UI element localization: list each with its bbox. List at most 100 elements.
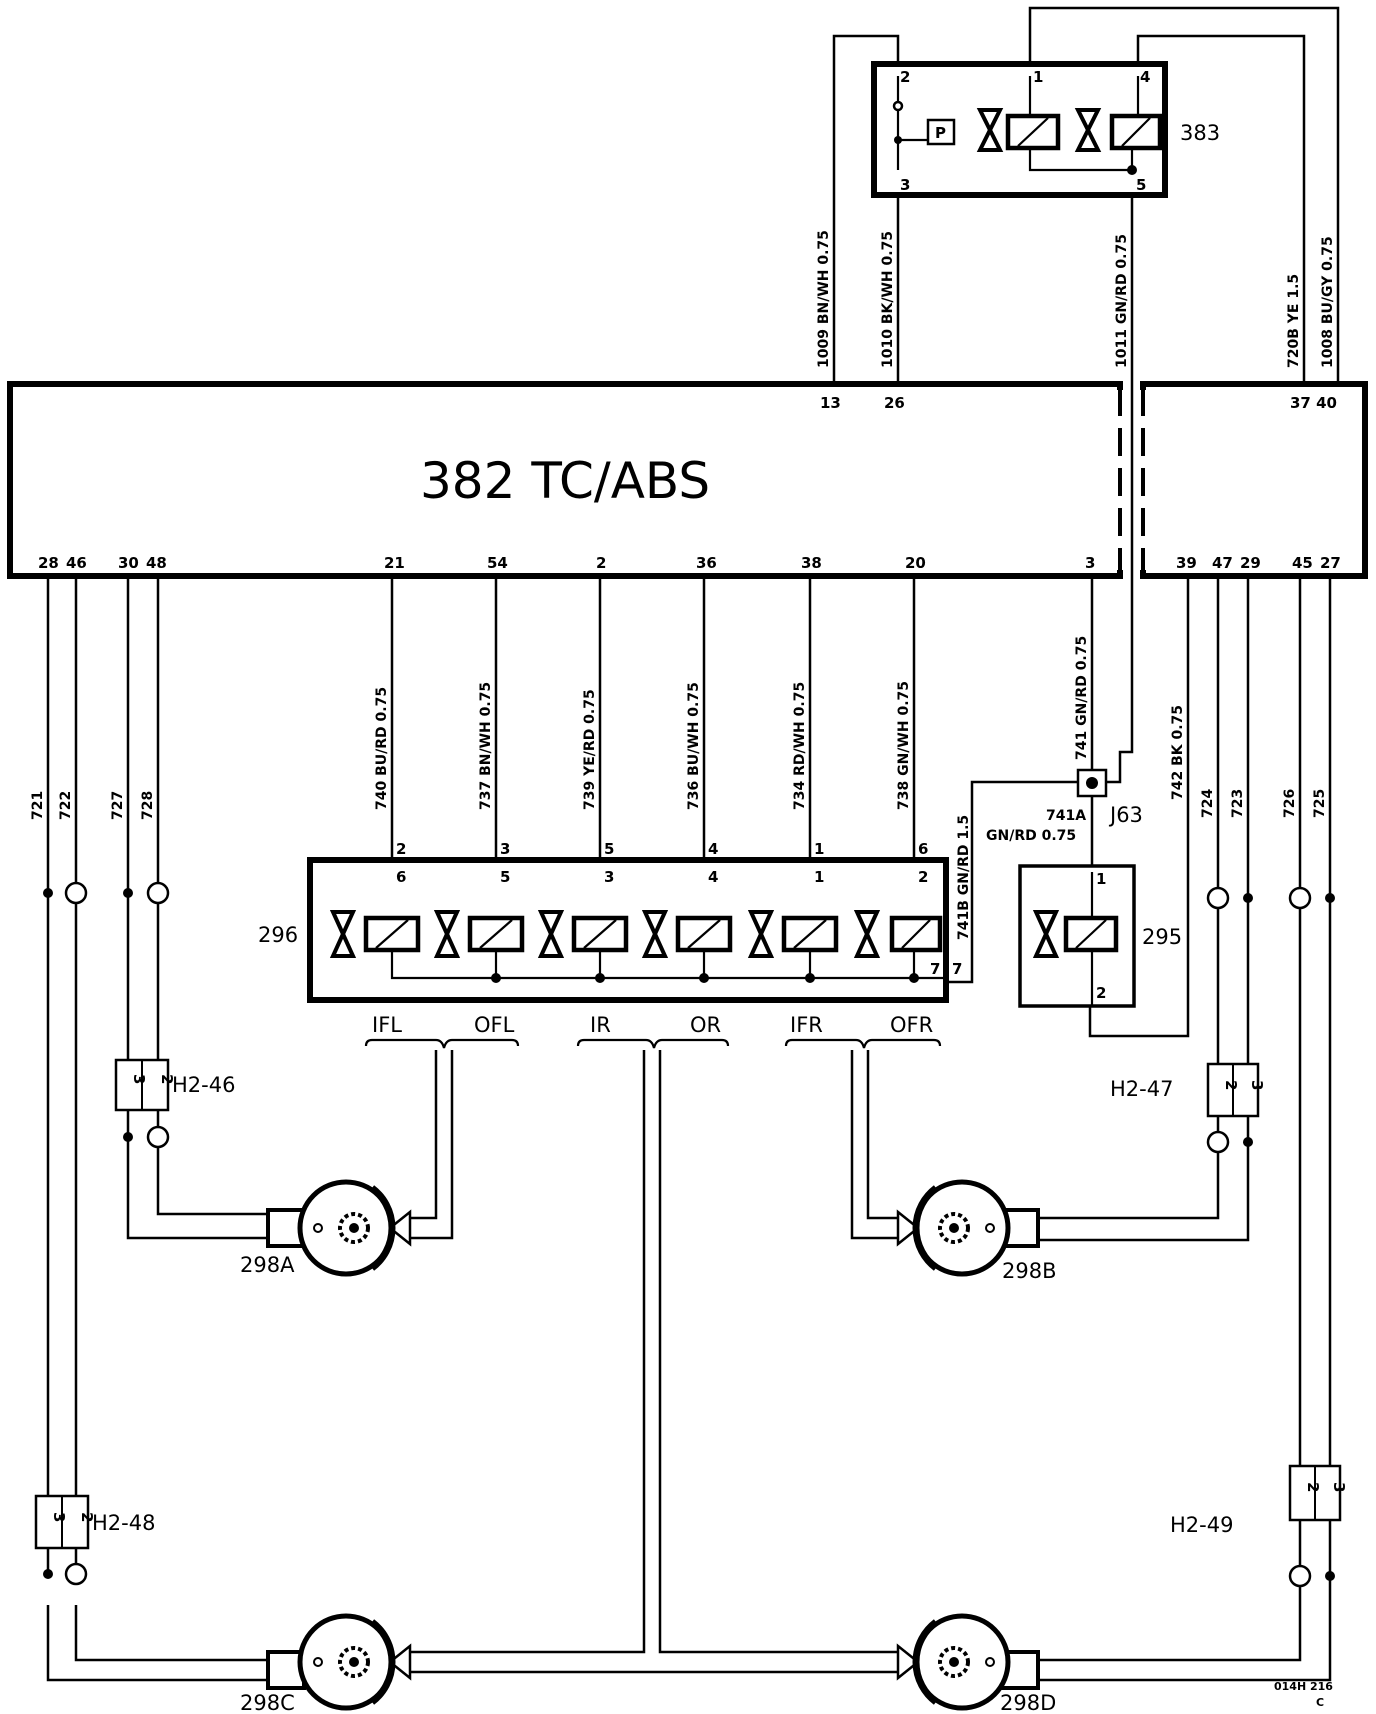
arrow-icon (896, 1209, 921, 1247)
wire-725-end (1030, 1520, 1332, 1682)
wire-label: 734 RD/WH 0.75 (792, 682, 808, 810)
pin-label: 29 (1240, 554, 1261, 572)
channel-label: IFR (790, 1013, 823, 1037)
shield-ring (64, 1562, 88, 1586)
shield-ring (1206, 1130, 1230, 1154)
pin-label: 2 (158, 1074, 176, 1084)
coil-slash (687, 919, 721, 949)
connector-label-h2-46: H2-46 (172, 1073, 235, 1097)
sensor-arc (369, 1185, 396, 1271)
pin-node (892, 100, 904, 112)
pipe (866, 1050, 906, 1220)
component-label-383: 383 (1180, 121, 1220, 145)
sensor-label-298a: 298A (240, 1253, 295, 1277)
splice-dot (1325, 893, 1335, 903)
valve-icon (433, 910, 461, 939)
wire-728-end (156, 1110, 278, 1216)
pressure-letter: P (935, 124, 946, 142)
junction-dot (1086, 777, 1098, 789)
pin-label: 2 (78, 1512, 96, 1522)
valve-coil-4 (641, 910, 733, 958)
component-383: P 2 1 4 3 5 383 (832, 6, 1340, 584)
valve-icon (976, 125, 1004, 152)
wire-label: 727 (110, 791, 126, 820)
channel-label: IR (590, 1013, 611, 1037)
wire-1011-link (1100, 584, 1134, 784)
connector-label-h2-48: H2-48 (92, 1511, 155, 1535)
wire-label: 726 (1282, 789, 1298, 818)
valve-icon (329, 929, 357, 958)
wire-label: 1010 BK/WH 0.75 (880, 231, 896, 368)
pin-label: 6 (396, 868, 406, 886)
pin-label: 4 (1140, 68, 1150, 86)
pin-label: 2 (596, 554, 606, 572)
wire-label: 738 GN/WH 0.75 (896, 681, 912, 810)
drawing-code: 014H 216 (1274, 1680, 1333, 1693)
splice-dot (1243, 1137, 1253, 1147)
splice-dot (1325, 1571, 1335, 1581)
sensor-298c: 298C (240, 1613, 396, 1714)
pin-label: 21 (384, 554, 405, 572)
valve-icon (641, 929, 669, 958)
valve-icon (747, 910, 775, 939)
pin-label: 7 (930, 960, 940, 978)
valve-icon (1032, 929, 1060, 958)
valve-icon (537, 910, 565, 939)
coil-slash (793, 919, 827, 949)
valve-coil-3 (537, 910, 629, 958)
pin-label: 3 (1248, 1080, 1266, 1090)
channel-label: OFR (890, 1013, 933, 1037)
splice-dot (123, 888, 133, 898)
wire-724-end (1030, 1116, 1220, 1220)
sensor-arc (369, 1619, 396, 1705)
drawing-revision: C (1316, 1696, 1324, 1709)
pressure-switch (926, 118, 956, 146)
valve-coil-1 (329, 910, 421, 958)
wire-label: 724 (1200, 789, 1216, 818)
pipe (402, 1050, 454, 1240)
wire-726-end (1030, 1520, 1302, 1662)
brace (784, 1038, 942, 1049)
pin-label: 1 (814, 868, 824, 886)
wire-1008 (1028, 6, 1340, 384)
pin-label: 3 (130, 1074, 148, 1084)
junction-j63: J63 741 GN/RD 0.75 741A GN/RD 0.75 (986, 576, 1143, 872)
coil-slash (375, 919, 409, 949)
ecu-box-main (7, 381, 1123, 579)
hub (349, 1657, 359, 1667)
wire-741b (946, 780, 1080, 984)
pin-label: 6 (918, 840, 928, 858)
pin-label: 7 (952, 960, 962, 978)
solenoid-coil-icon (781, 915, 839, 953)
splice-dot (1243, 893, 1253, 903)
valve-icon (433, 929, 461, 958)
wire-label: 741B GN/RD 1.5 (956, 815, 972, 940)
valve-coil-5 (747, 910, 839, 958)
sensor-298a: 298A (240, 1179, 396, 1277)
brace (576, 1038, 730, 1049)
tone-ring-icon (938, 1646, 970, 1678)
pin-label: 1 (1096, 870, 1106, 888)
valve-icon (1074, 108, 1102, 135)
ecu-title: 382 TC/ABS (420, 452, 710, 510)
coil-slash (901, 919, 931, 949)
pin-label: 28 (38, 554, 59, 572)
pin-node (1127, 165, 1137, 175)
shield-ring (64, 881, 88, 905)
pin-label: 3 (604, 868, 614, 886)
channel-label: IFL (372, 1013, 402, 1037)
pin-label: 1 (814, 840, 824, 858)
component-295: 1 2 295 (1018, 864, 1182, 1008)
sensor-arc (912, 1619, 939, 1705)
pin-label: 3 (900, 176, 910, 194)
splice-dot (123, 1132, 133, 1142)
wire-label: 1011 GN/RD 0.75 (1114, 234, 1130, 368)
pin-label: 4 (708, 868, 718, 886)
pin (313, 1223, 323, 1233)
sensor-label-298c: 298C (240, 1691, 295, 1714)
coil-slash (1017, 117, 1049, 147)
arrow-icon (896, 1643, 921, 1681)
pin-label: 2 (918, 868, 928, 886)
valve-icon (853, 929, 881, 958)
sensor-label-298d: 298D (1000, 1691, 1056, 1714)
